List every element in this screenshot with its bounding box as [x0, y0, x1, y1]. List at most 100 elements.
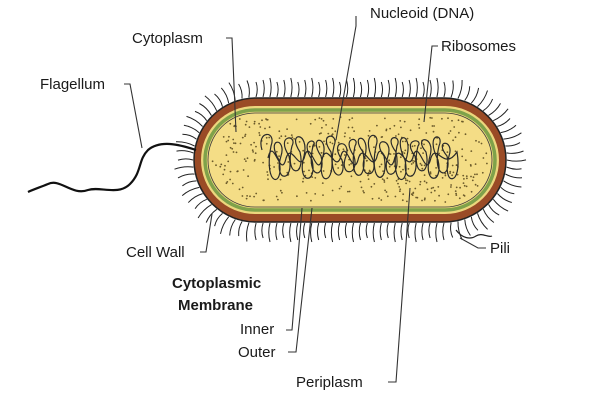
pilus-hair — [289, 222, 292, 243]
pilus-hair — [246, 80, 250, 98]
ribosome-dot — [278, 130, 281, 133]
ribosome-dot — [302, 149, 305, 152]
ribosome-dot — [462, 182, 465, 185]
pilus-hair — [176, 150, 194, 154]
ribosome-dot — [463, 178, 465, 180]
ribosome-dot — [318, 146, 321, 148]
pilus-hair — [268, 222, 271, 243]
ribosome-dot — [381, 136, 384, 138]
ribosome-dot — [359, 180, 362, 183]
pilus-hair — [500, 186, 515, 195]
ribosomes-label: Ribosomes — [441, 38, 516, 55]
ribosome-dot — [277, 198, 279, 201]
pilus-hair — [505, 142, 521, 147]
ribosome-dot — [367, 178, 370, 181]
ribosome-dot — [413, 144, 416, 147]
ribosome-dot — [409, 129, 412, 132]
outer-label: Outer — [238, 344, 276, 361]
ribosome-dot — [451, 164, 454, 167]
ribosome-dot — [334, 163, 337, 166]
ribosome-dot — [401, 140, 404, 143]
ribosome-dot — [322, 170, 325, 172]
ribosome-dot — [444, 201, 447, 203]
ribosome-dot — [438, 152, 440, 155]
inner-label: Inner — [240, 321, 274, 338]
ribosome-dot — [463, 195, 466, 197]
ribosome-dot — [244, 133, 247, 136]
ribosome-dot — [397, 133, 400, 136]
ribosome-dot — [406, 200, 408, 203]
ribosome-dot — [420, 164, 423, 167]
pilus-hair — [394, 77, 397, 98]
pilus-hair — [275, 222, 278, 241]
pilus-hair — [421, 222, 424, 241]
pili-leader — [459, 237, 486, 249]
ribosome-dot — [395, 135, 397, 137]
pilus-hair — [408, 79, 411, 98]
ribosome-dot — [419, 180, 422, 183]
ribosome-dot — [231, 147, 234, 150]
ribosome-dot — [403, 152, 406, 155]
ribosome-dot — [376, 124, 378, 127]
ribosome-dot — [327, 132, 330, 135]
ribosome-dot — [286, 142, 289, 145]
pilus-hair — [488, 204, 500, 216]
ribosome-dot — [314, 118, 317, 121]
ribosome-dot — [408, 180, 411, 183]
pilus-hair — [182, 133, 197, 140]
pilus-hair — [194, 198, 207, 209]
ribosome-dot — [406, 137, 409, 140]
ribosome-dot — [461, 155, 464, 158]
ribosome-dot — [311, 176, 314, 179]
ribosome-dot — [403, 120, 406, 123]
pili-hairs — [174, 77, 527, 243]
ribosome-dot — [476, 185, 479, 187]
ribosome-dot — [470, 150, 473, 153]
pilus-hair — [186, 115, 203, 127]
ribosome-dot — [343, 154, 346, 156]
ribosome-dot — [228, 135, 230, 138]
ribosome-dot — [264, 127, 266, 130]
ribosome-dot — [347, 126, 350, 129]
ribosome-dot — [457, 119, 460, 122]
pilus-hair — [297, 81, 300, 98]
ribosome-dot — [425, 132, 428, 134]
ribosome-dot — [381, 178, 384, 181]
ribosome-dot — [423, 174, 426, 177]
ribosome-dot — [295, 118, 298, 121]
pilus-hair — [177, 173, 195, 179]
ribosome-dot — [279, 189, 282, 192]
ribosome-dot — [458, 131, 460, 134]
ribosome-dot — [407, 168, 410, 170]
ribosome-dot — [393, 124, 396, 127]
ribosome-dot — [320, 118, 323, 120]
ribosome-dot — [474, 163, 477, 166]
ribosome-dot — [293, 138, 295, 140]
pilus-hair — [372, 222, 375, 243]
ribosome-dot — [220, 163, 223, 166]
ribosome-dot — [423, 143, 425, 146]
ribosome-dot — [388, 165, 391, 168]
ribosome-dot — [310, 199, 312, 202]
ribosome-dot — [478, 141, 480, 143]
ribosome-dot — [233, 142, 235, 145]
ribosome-dot — [438, 194, 440, 197]
ribosome-dot — [321, 182, 324, 185]
ribosome-dot — [266, 118, 269, 121]
ribosome-dot — [447, 117, 449, 120]
nucleoid-leader — [335, 16, 357, 141]
ribosome-dot — [229, 122, 232, 125]
ribosome-dot — [234, 142, 237, 145]
ribosome-dot — [342, 148, 345, 151]
pilus-hair — [477, 213, 488, 230]
ribosome-dot — [241, 186, 244, 189]
ribosome-dot — [360, 186, 363, 189]
ribosome-dot — [422, 152, 424, 155]
ribosome-dot — [245, 160, 247, 163]
periplasm-label: Periplasm — [296, 374, 363, 391]
ribosome-dot — [386, 195, 389, 198]
ribosome-dot — [470, 175, 472, 178]
ribosome-dot — [351, 117, 354, 119]
ribosome-dot — [424, 197, 426, 200]
pilus-hair — [352, 77, 356, 98]
